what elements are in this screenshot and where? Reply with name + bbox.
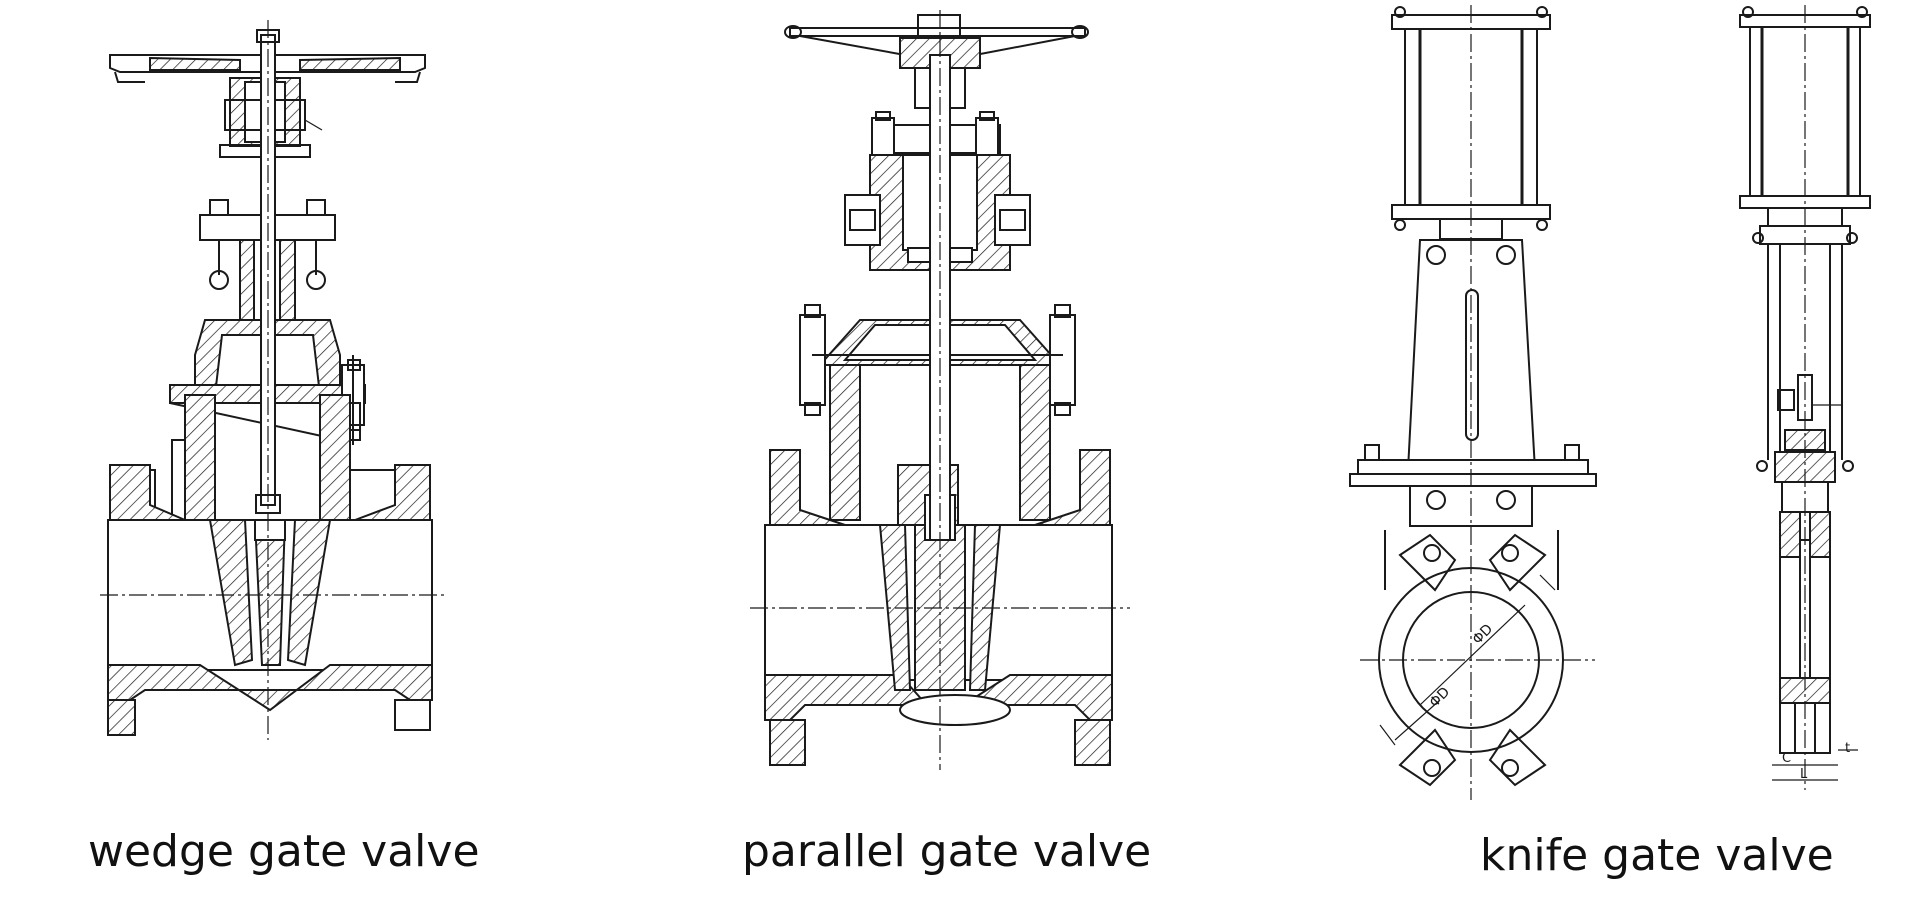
parallel-gate-valve-drawing [750, 10, 1130, 770]
knife-dimension-t: t [1845, 741, 1850, 756]
wedge-gate-valve-drawing [100, 20, 445, 740]
knife-dimension-c: C [1782, 751, 1791, 766]
caption-parallel-gate-valve: parallel gate valve [742, 826, 1152, 877]
caption-wedge-gate-valve: wedge gate valve [88, 826, 480, 877]
knife-dimension-l: L [1800, 767, 1808, 782]
knife-gate-valve-front-drawing: ΦD ΦD [1349, 5, 1597, 800]
caption-knife-gate-valve: knife gate valve [1480, 830, 1834, 881]
knife-body-side [1772, 511, 1858, 781]
knife-gate-valve-side-drawing: C L t [1739, 5, 1871, 790]
knife-yoke-front [1349, 239, 1597, 527]
